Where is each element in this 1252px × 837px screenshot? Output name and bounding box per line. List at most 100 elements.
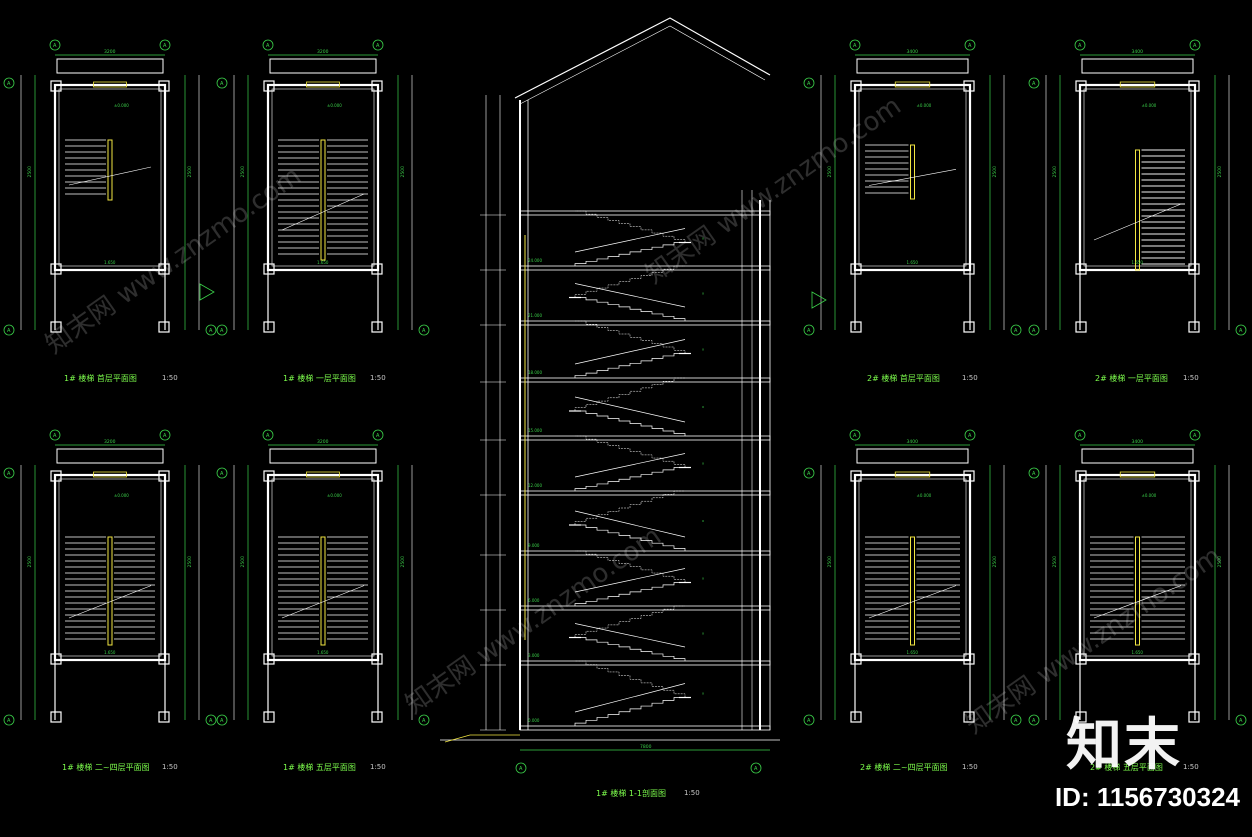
section-caption: 1# 楼梯 1-1剖面图 (596, 789, 666, 798)
dimension-text: 3400 (1132, 439, 1144, 445)
stair-flight-far (575, 435, 686, 468)
axis-bubble (1074, 39, 1086, 51)
axis-label: A (163, 433, 167, 439)
dimension-text: 2500 (992, 166, 998, 178)
axis-label: A (209, 718, 213, 724)
level-text: 1.650 (104, 260, 116, 265)
level-text: ±0.000 (114, 103, 129, 108)
level-text: x (702, 519, 704, 523)
level-text: ±0.000 (1142, 103, 1157, 108)
axis-bubble (1028, 467, 1040, 479)
column (1075, 263, 1087, 275)
break-line (1093, 585, 1182, 619)
column (963, 321, 975, 333)
axis-label: A (968, 433, 972, 439)
axis-bubble (216, 714, 228, 726)
axis-label: A (1032, 718, 1036, 724)
floor-slab (519, 725, 771, 731)
column (850, 321, 862, 333)
axis-bubble (159, 429, 171, 441)
axis-bubble (372, 39, 384, 51)
column (1188, 470, 1200, 482)
column (1188, 263, 1200, 275)
plan-caption-4: 2# 楼梯 一层平面图 (1095, 374, 1168, 383)
level-text: 15.000 (528, 428, 542, 433)
axis-label: A (807, 81, 811, 87)
break-line (281, 193, 365, 231)
axis-label: A (807, 718, 811, 724)
axis-bubble (216, 324, 228, 336)
window (1119, 81, 1156, 88)
axis-label: A (1032, 471, 1036, 477)
axis-bubble (1010, 714, 1022, 726)
handrail (1135, 536, 1140, 646)
column (1075, 711, 1087, 723)
column (263, 80, 275, 92)
column (263, 711, 275, 723)
axis-bubble (3, 324, 15, 336)
section-arrow (811, 291, 827, 309)
dimension-text: 3200 (317, 49, 329, 55)
level-text: x (702, 237, 704, 241)
stair-wall (53, 83, 167, 272)
plan-scale-4: 1:50 (1183, 374, 1199, 382)
axis-label: A (7, 328, 11, 334)
axis-label: A (220, 471, 224, 477)
column (963, 263, 975, 275)
column (263, 653, 275, 665)
axis-bubble (205, 324, 217, 336)
top-beam (856, 448, 969, 464)
axis-label: A (1239, 718, 1243, 724)
column (158, 470, 170, 482)
inner-wall (271, 88, 375, 267)
window (894, 471, 931, 478)
level-text: x (702, 348, 704, 352)
axis-bubble (159, 39, 171, 51)
inner-wall (271, 478, 375, 657)
plan-scale-5: 1:50 (162, 763, 178, 771)
dimension-text: 2500 (1217, 166, 1223, 178)
axis-bubble (49, 429, 61, 441)
axis-bubble (849, 429, 861, 441)
stair-flight-far (574, 490, 685, 525)
column (50, 711, 62, 723)
dimension-text: 2500 (187, 556, 193, 568)
axis-bubble (1028, 324, 1040, 336)
axis-bubble (3, 714, 15, 726)
level-text: 18.000 (528, 370, 542, 375)
handrail (107, 536, 113, 646)
stair-wall (53, 473, 167, 662)
column (371, 321, 383, 333)
axis-label: A (220, 81, 224, 87)
plan-scale-7: 1:50 (962, 763, 978, 771)
stair-flight (574, 582, 685, 606)
window (1119, 471, 1156, 478)
axis-label: A (220, 718, 224, 724)
stair-flight-far (575, 210, 686, 243)
axis-label: A (1193, 43, 1197, 49)
dimension-text: 2500 (827, 166, 833, 178)
top-beam (269, 448, 377, 464)
axis-bubble (1235, 714, 1247, 726)
handrail-line (574, 568, 686, 593)
stair-flight (574, 353, 685, 378)
axis-label: A (220, 328, 224, 334)
axis-bubble (803, 714, 815, 726)
column (1075, 321, 1087, 333)
axis-label: A (1014, 718, 1018, 724)
axis-bubble (418, 324, 430, 336)
stair-flight (575, 637, 686, 661)
axis-bubble (3, 77, 15, 89)
level-text: x (702, 577, 704, 581)
window (93, 81, 127, 88)
handrail-line (574, 683, 686, 713)
stair-wall (1078, 473, 1197, 662)
dimension-text: 3400 (907, 49, 919, 55)
axis-label: A (1193, 433, 1197, 439)
column (50, 653, 62, 665)
handrail (320, 139, 326, 261)
section-scale: 1:50 (684, 789, 700, 797)
